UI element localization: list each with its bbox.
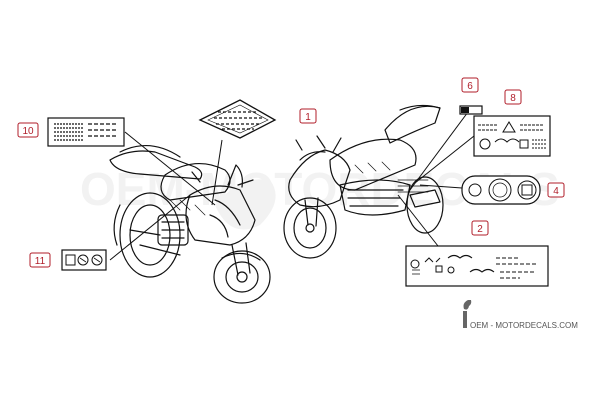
brand-watermark: OEM - MOTORDECALS.COM (463, 300, 578, 330)
callout-label-11: 11 (35, 256, 46, 267)
decal-4-round-label (461, 175, 541, 205)
callout-10: 10 (17, 122, 39, 138)
callout-label-6: 6 (467, 81, 473, 92)
decal-1-diamond (198, 99, 277, 139)
decal-2-info-label (405, 245, 549, 287)
decal-11-icon-label (61, 249, 107, 271)
callout-4: 4 (547, 182, 565, 198)
callout-label-1: 1 (305, 112, 311, 123)
decal-8-warning-label (473, 115, 551, 157)
brand-logo-icon (463, 300, 472, 328)
motorcycle-right (283, 104, 444, 259)
callout-2: 2 (471, 220, 489, 236)
motorcycle-left (109, 144, 271, 304)
leader-line-6 (409, 111, 469, 191)
callout-label-10: 10 (22, 126, 34, 137)
leader-lines (109, 111, 475, 261)
decal-10-text-label (47, 117, 125, 147)
leader-line-8 (414, 135, 475, 184)
leader-line-10 (124, 131, 216, 206)
callout-label-8: 8 (510, 93, 516, 104)
callout-label-4: 4 (553, 186, 559, 197)
brand-watermark-text: OEM - MOTORDECALS.COM (470, 321, 578, 330)
leader-line-11 (109, 194, 191, 261)
callout-11: 11 (29, 252, 51, 268)
callout-1: 1 (299, 108, 317, 124)
callout-8: 8 (504, 89, 522, 105)
callout-6: 6 (461, 77, 479, 93)
leader-line-2 (397, 194, 439, 247)
leader-line-4 (419, 184, 463, 189)
decal-6-strip (459, 105, 483, 115)
leader-line-1 (211, 139, 223, 206)
callout-label-2: 2 (477, 224, 483, 235)
